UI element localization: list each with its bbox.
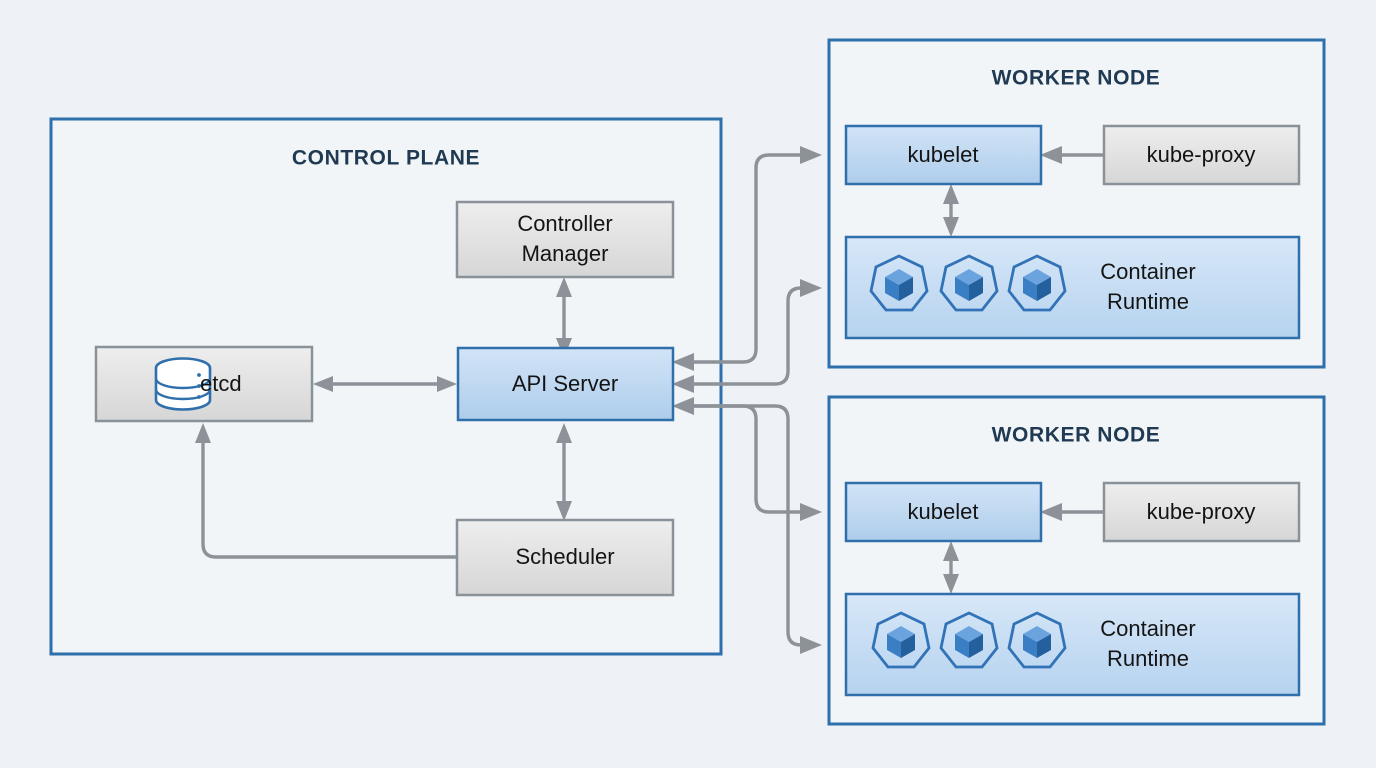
arrowhead-up	[195, 423, 211, 443]
arrowhead-into-api-server-3	[672, 397, 694, 415]
scheduler-label: Scheduler	[515, 544, 614, 569]
connector-api-server-worker1-runtime	[686, 279, 822, 386]
kube-proxy-label: kube-proxy	[1147, 142, 1256, 167]
scheduler-box[interactable]	[455, 518, 675, 597]
controller-manager-label-line1: Controller	[517, 211, 612, 236]
kubelet-label: kubelet	[908, 499, 979, 524]
connector-worker1-kubelet-runtime	[943, 184, 959, 237]
worker-node-2-title: WORKER NODE	[992, 424, 1161, 447]
arrowhead-right	[800, 279, 822, 297]
node-etcd[interactable]: etcd	[94, 345, 314, 423]
kube-proxy-box[interactable]	[1102, 124, 1301, 186]
arrowhead-into-api-server-1	[672, 353, 694, 371]
worker-node-1-group: WORKER NODE kubelet kube-proxy	[827, 38, 1326, 369]
arrowhead-into-api-server-2	[672, 375, 694, 393]
api-server-box[interactable]	[456, 346, 675, 422]
container-runtime-label-line1: Container	[1100, 616, 1195, 641]
pod-icon	[939, 611, 999, 669]
worker-node-2-kubelet[interactable]: kubelet	[844, 481, 1043, 543]
api-server-outbound-connectors	[672, 146, 822, 654]
pod-icon	[1007, 254, 1067, 312]
kube-proxy-label: kube-proxy	[1147, 499, 1256, 524]
container-runtime-box[interactable]	[844, 235, 1301, 340]
worker-node-2-group: WORKER NODE kubelet kube-proxy	[827, 395, 1326, 726]
worker-node-1-kube-proxy[interactable]: kube-proxy	[1102, 124, 1301, 186]
kubelet-box[interactable]	[844, 481, 1043, 543]
control-plane-title: CONTROL PLANE	[292, 147, 480, 170]
arrowhead-left	[313, 376, 333, 392]
database-icon	[154, 357, 212, 411]
connector-api-server-worker2-runtime	[686, 404, 822, 654]
container-runtime-label-line2: Runtime	[1107, 289, 1189, 314]
arrowhead-right	[437, 376, 457, 392]
arrowhead-right	[800, 503, 822, 521]
worker-node-2-kube-proxy[interactable]: kube-proxy	[1102, 481, 1301, 543]
kube-proxy-box[interactable]	[1102, 481, 1301, 543]
arrowhead-right	[800, 146, 822, 164]
worker-node-2-container-runtime[interactable]: Container Runtime	[844, 592, 1301, 697]
connector-api-server-worker1-kubelet	[686, 146, 822, 364]
arrowhead-up	[943, 541, 959, 561]
kubelet-label: kubelet	[908, 142, 979, 167]
arrowhead-down	[943, 217, 959, 237]
arrowhead-up	[556, 423, 572, 443]
arrowhead-up	[943, 184, 959, 204]
arrowhead-up	[556, 277, 572, 297]
container-runtime-label-line1: Container	[1100, 259, 1195, 284]
pod-icon	[939, 254, 999, 312]
arrowhead-down	[556, 501, 572, 521]
connector-api-server-scheduler	[556, 423, 572, 521]
kubelet-box[interactable]	[844, 124, 1043, 186]
pod-icon	[871, 611, 931, 669]
controller-manager-box[interactable]	[455, 200, 675, 279]
pod-icon	[869, 254, 929, 312]
connector-etcd-api-server	[313, 376, 457, 392]
arrowhead-left	[1040, 146, 1062, 164]
arrowhead-down	[943, 574, 959, 594]
arrowhead-left	[1040, 503, 1062, 521]
connector-worker2-kubelet-runtime	[943, 541, 959, 594]
node-scheduler[interactable]: Scheduler	[455, 518, 675, 597]
container-runtime-label-line2: Runtime	[1107, 646, 1189, 671]
node-controller-manager[interactable]: Controller Manager	[455, 200, 675, 279]
worker-node-1-kubelet[interactable]: kubelet	[844, 124, 1043, 186]
worker-node-1-title: WORKER NODE	[992, 67, 1161, 90]
connector-scheduler-etcd	[195, 423, 457, 559]
connector-worker1-kubeproxy-kubelet	[1040, 146, 1103, 164]
connector-worker2-kubeproxy-kubelet	[1040, 503, 1103, 521]
api-server-label: API Server	[512, 371, 618, 396]
etcd-label: etcd	[200, 371, 242, 396]
worker-node-1-container-runtime[interactable]: Container Runtime	[844, 235, 1301, 340]
controller-manager-label-line2: Manager	[522, 241, 609, 266]
node-api-server[interactable]: API Server	[456, 346, 675, 422]
control-plane-connectors: API Server (vertical) --> Scheduler (ver…	[195, 277, 572, 559]
pod-icon	[1007, 611, 1067, 669]
arrowhead-right	[800, 636, 822, 654]
container-runtime-box[interactable]	[844, 592, 1301, 697]
